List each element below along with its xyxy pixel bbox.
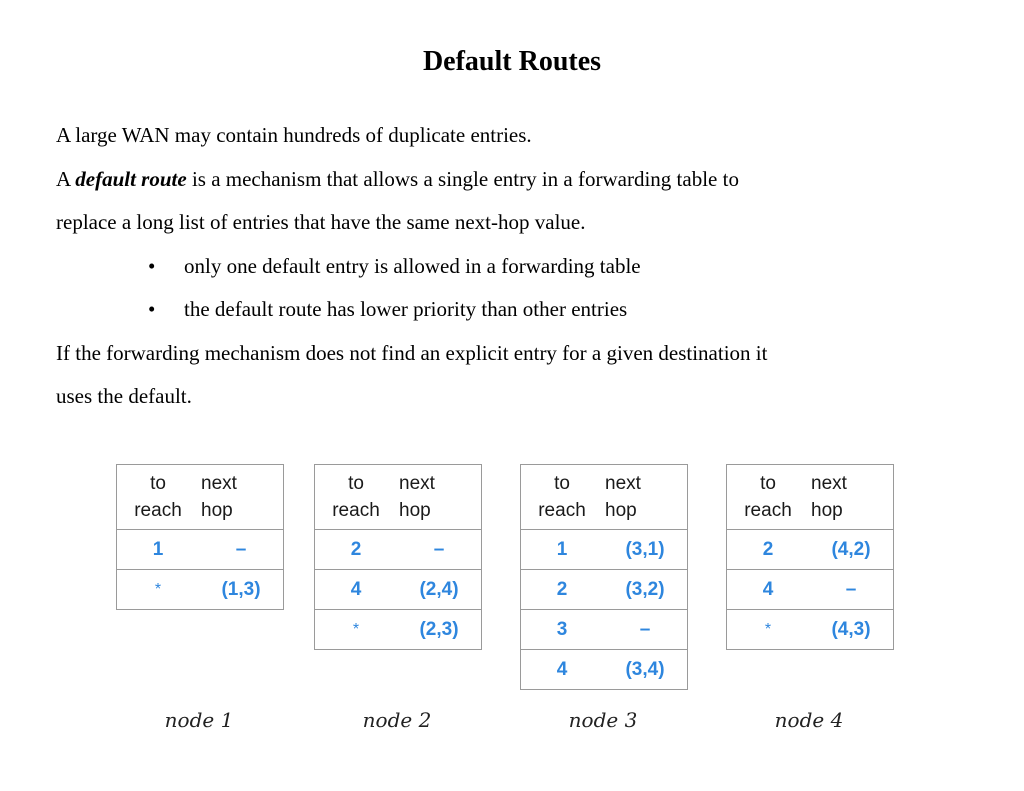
next-hop-cell: – — [603, 609, 688, 650]
next-hop-cell: – — [397, 529, 482, 570]
table-row: * (1,3) — [116, 569, 284, 610]
next-hop-cell: (4,2) — [809, 529, 894, 570]
destination-cell: 2 — [520, 569, 603, 610]
next-hop-cell: (4,3) — [809, 609, 894, 650]
bullet-text: the default route has lower priority tha… — [184, 297, 628, 321]
node-label-3: node 3 — [568, 708, 638, 732]
table-row: * (2,3) — [314, 609, 482, 650]
table-row: 1 (3,1) — [520, 529, 688, 570]
next-hop-cell: – — [809, 569, 894, 610]
node-label-1: node 1 — [164, 708, 234, 732]
table-row: 4 – — [726, 569, 894, 610]
paragraph-prefix: A — [56, 167, 76, 191]
next-hop-cell: (3,2) — [603, 569, 688, 610]
destination-cell: * — [726, 609, 809, 650]
fallback-paragraph-line2: uses the default. — [56, 384, 192, 408]
table-row: 2 (3,2) — [520, 569, 688, 610]
default-route-paragraph-line1: A default route is a mechanism that allo… — [56, 166, 739, 192]
destination-cell: 4 — [520, 649, 603, 690]
next-hop-cell: (3,4) — [603, 649, 688, 690]
intro-paragraph: A large WAN may contain hundreds of dupl… — [56, 123, 532, 147]
paragraph-suffix: is a mechanism that allows a single entr… — [186, 167, 739, 191]
destination-cell: 2 — [726, 529, 809, 570]
destination-cell: 1 — [520, 529, 603, 570]
table-row: 1 – — [116, 529, 284, 570]
default-route-paragraph-line2: replace a long list of entries that have… — [56, 210, 586, 234]
destination-cell: 4 — [726, 569, 809, 610]
page-title: Default Routes — [422, 46, 602, 77]
next-hop-cell: (2,4) — [397, 569, 482, 610]
bullet-icon: • — [148, 297, 156, 321]
table-row: * (4,3) — [726, 609, 894, 650]
destination-cell: 3 — [520, 609, 603, 650]
next-hop-cell: (3,1) — [603, 529, 688, 570]
destination-cell: * — [116, 569, 199, 610]
next-hop-cell: (2,3) — [397, 609, 482, 650]
bullet-text: only one default entry is allowed in a f… — [184, 254, 641, 278]
next-hop-cell: – — [199, 529, 284, 570]
default-route-term: default route — [75, 167, 187, 191]
destination-cell: 4 — [314, 569, 397, 610]
table-row: 2 – — [314, 529, 482, 570]
table-row: 2 (4,2) — [726, 529, 894, 570]
destination-cell: 1 — [116, 529, 199, 570]
table-row: 4 (2,4) — [314, 569, 482, 610]
bullet-icon: • — [148, 254, 156, 278]
bullet-item: • the default route has lower priority th… — [148, 296, 627, 322]
destination-cell: 2 — [314, 529, 397, 570]
node-label-2: node 2 — [362, 708, 432, 732]
fallback-paragraph-line1: If the forwarding mechanism does not fin… — [56, 341, 768, 365]
destination-cell: * — [314, 609, 397, 650]
bullet-item: • only one default entry is allowed in a … — [148, 253, 641, 279]
table-row: 3 – — [520, 609, 688, 650]
table-row: 4 (3,4) — [520, 649, 688, 690]
node-label-4: node 4 — [774, 708, 844, 732]
next-hop-cell: (1,3) — [199, 569, 284, 610]
